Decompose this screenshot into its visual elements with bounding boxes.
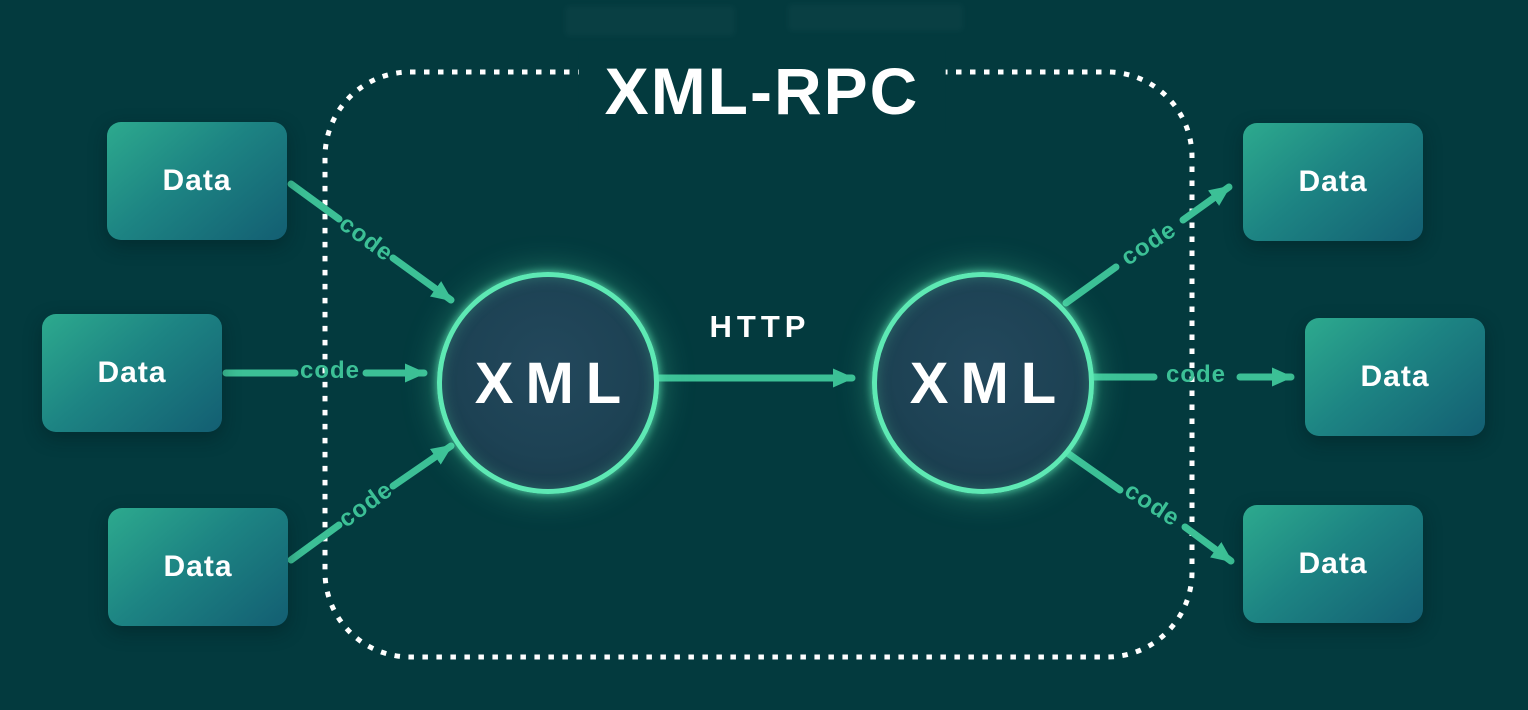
data-box-left-bottom: Data: [108, 508, 288, 626]
xml-encoder-node: XML: [437, 272, 659, 494]
http-transport-label: HTTP: [709, 309, 811, 344]
edge-right-top-segment: [1062, 263, 1120, 307]
edge-left-top-segment: [287, 180, 343, 223]
data-box-label: Data: [1360, 360, 1430, 393]
edge-left-bottom-arrow: [389, 442, 455, 490]
edge-right-bottom-segment: [1062, 448, 1124, 494]
data-box-right-bottom: Data: [1243, 505, 1423, 623]
data-box-label: Data: [1298, 165, 1368, 198]
data-box-label: Data: [1298, 547, 1368, 580]
data-box-left-top: Data: [107, 122, 287, 240]
data-box-label: Data: [163, 550, 233, 583]
edge-right-bottom-arrow: [1181, 523, 1235, 565]
edge-left-bottom-segment: [287, 521, 343, 564]
xml-node-label: XML: [474, 350, 634, 416]
edge-right-top-arrow: [1179, 183, 1233, 224]
xml-decoder-node: XML: [872, 272, 1094, 494]
data-box-right-top: Data: [1243, 123, 1423, 241]
data-box-left-middle: Data: [42, 314, 222, 432]
diagram-title: XML-RPC: [578, 50, 946, 133]
data-box-right-middle: Data: [1305, 318, 1485, 436]
code-edge-label: code: [1165, 361, 1227, 388]
xml-node-label: XML: [909, 350, 1069, 416]
dashed-boundary: [322, 69, 1195, 660]
code-edge-label: code: [299, 357, 361, 384]
edge-left-top-arrow: [389, 254, 455, 304]
data-box-label: Data: [162, 164, 232, 197]
data-box-label: Data: [97, 356, 167, 389]
